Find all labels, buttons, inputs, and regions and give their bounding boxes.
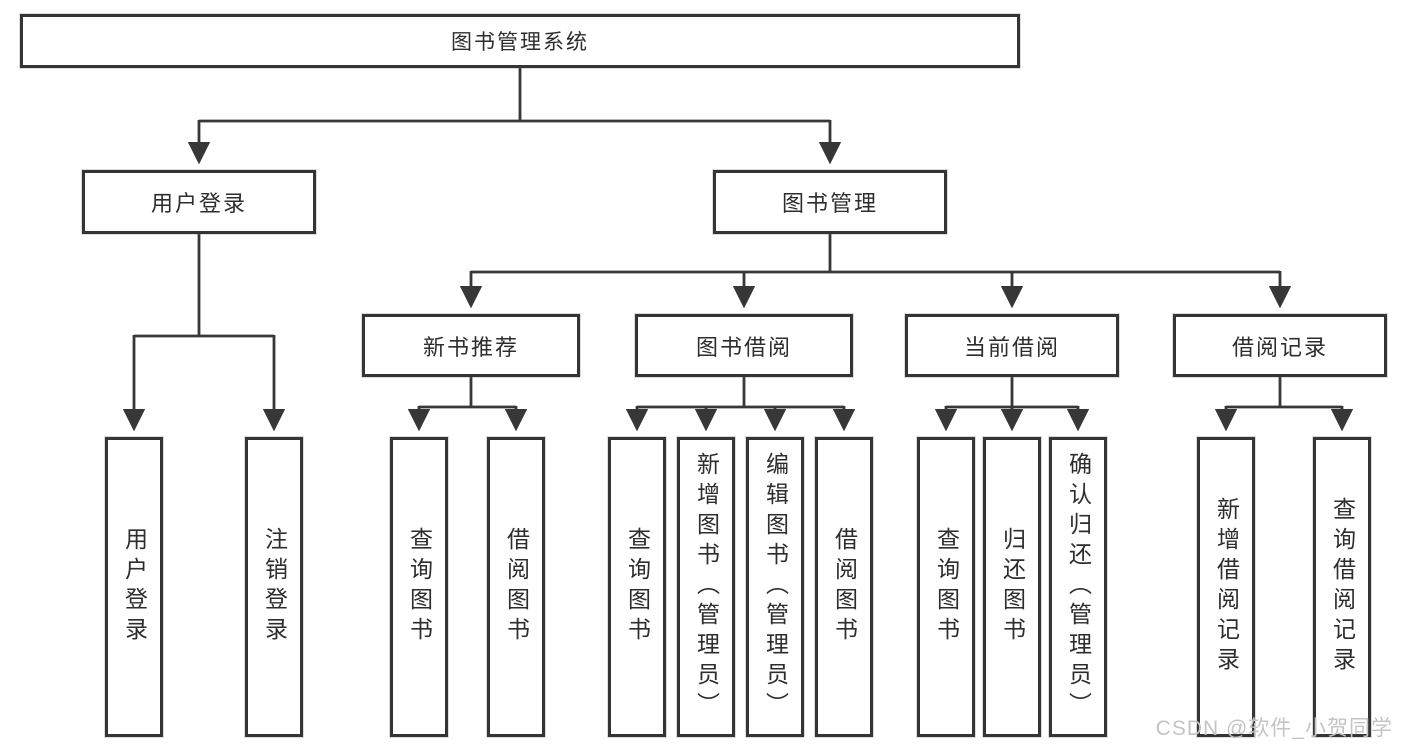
node-user-login: 用户登录 [82,170,316,234]
leaf-records-query-borrow-record: 查询借阅记录 [1313,437,1371,737]
leaf-records-add-borrow-record: 新增借阅记录 [1197,437,1255,737]
node-borrowing-records: 借阅记录 [1173,314,1387,377]
leaf-current-return-books: 归还图书 [983,437,1041,737]
leaf-borrow-borrow-books: 借阅图书 [815,437,873,737]
node-book-management: 图书管理 [713,170,947,234]
leaf-newbooks-query-books: 查询图书 [390,437,448,737]
node-new-book-recommend: 新书推荐 [362,314,580,377]
csdn-watermark: CSDN @软件_小贺同学 [1155,717,1393,740]
leaf-user-login: 用户登录 [105,437,163,737]
node-book-borrowing: 图书借阅 [635,314,853,377]
leaf-newbooks-borrow-books: 借阅图书 [487,437,545,737]
leaf-borrow-edit-books-admin: 编辑图书（管理员） [746,437,804,737]
leaf-borrow-add-books-admin: 新增图书（管理员） [677,437,735,737]
leaf-current-query-books: 查询图书 [917,437,975,737]
leaf-current-confirm-return-admin: 确认归还（管理员） [1049,437,1107,737]
node-current-borrowing: 当前借阅 [905,314,1119,377]
leaf-borrow-query-books: 查询图书 [608,437,666,737]
leaf-logout: 注销登录 [245,437,303,737]
node-library-management-system: 图书管理系统 [20,14,1020,68]
